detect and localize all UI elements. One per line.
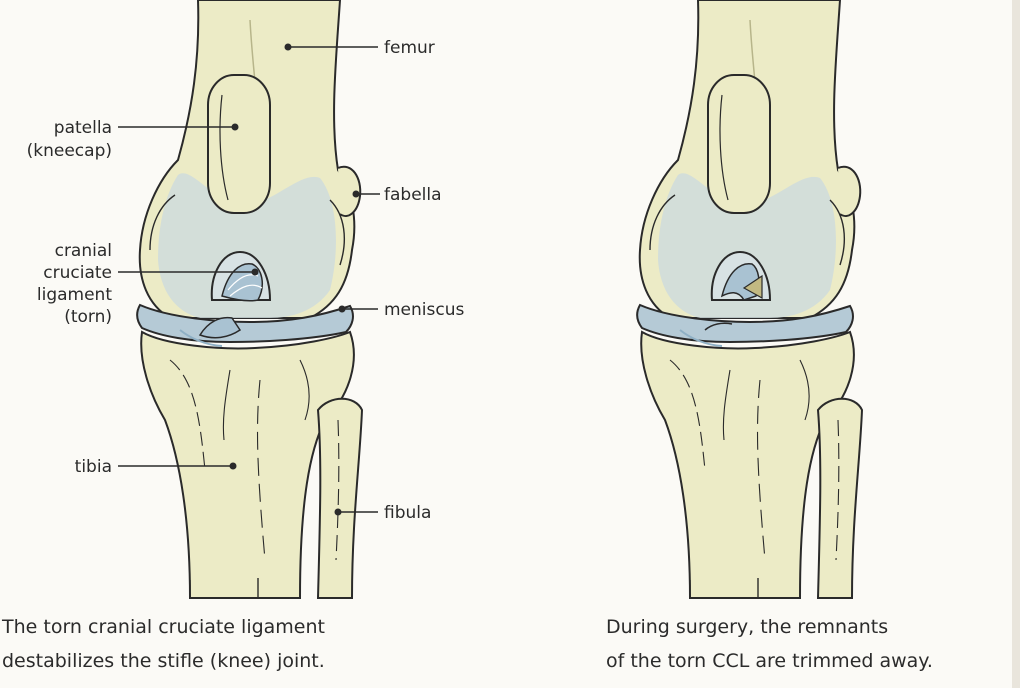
label-ccl-cranial: cranial xyxy=(55,241,112,261)
label-fibula: fibula xyxy=(384,503,431,523)
label-patella: patella xyxy=(54,118,112,138)
caption-right-line2: of the torn CCL are trimmed away. xyxy=(606,650,933,672)
caption-left: The torn cranial cruciate ligament desta… xyxy=(2,610,325,678)
leader-lines-left xyxy=(118,46,380,513)
right-edge-border xyxy=(1012,0,1020,688)
label-femur: femur xyxy=(384,38,435,58)
label-ccl-cruciate: cruciate xyxy=(43,263,112,283)
caption-left-line2: destabilizes the stifle (knee) joint. xyxy=(2,650,325,672)
caption-left-line1: The torn cranial cruciate ligament xyxy=(2,616,325,638)
leader-dots-left xyxy=(229,43,360,516)
label-kneecap: (kneecap) xyxy=(27,141,112,161)
label-tibia: tibia xyxy=(75,457,112,477)
label-ccl-ligament: ligament xyxy=(37,285,112,305)
label-meniscus: meniscus xyxy=(384,300,464,320)
caption-right: During surgery, the remnants of the torn… xyxy=(606,610,933,678)
knee-right xyxy=(636,0,863,599)
label-fabella: fabella xyxy=(384,185,442,205)
knee-illustrations: femur patella (kneecap) fabella cranial … xyxy=(27,0,863,599)
label-ccl-torn: (torn) xyxy=(64,307,112,327)
trimmed-ccl xyxy=(679,263,763,347)
knee-left: femur patella (kneecap) fabella cranial … xyxy=(27,0,464,599)
caption-right-line1: During surgery, the remnants xyxy=(606,616,889,638)
